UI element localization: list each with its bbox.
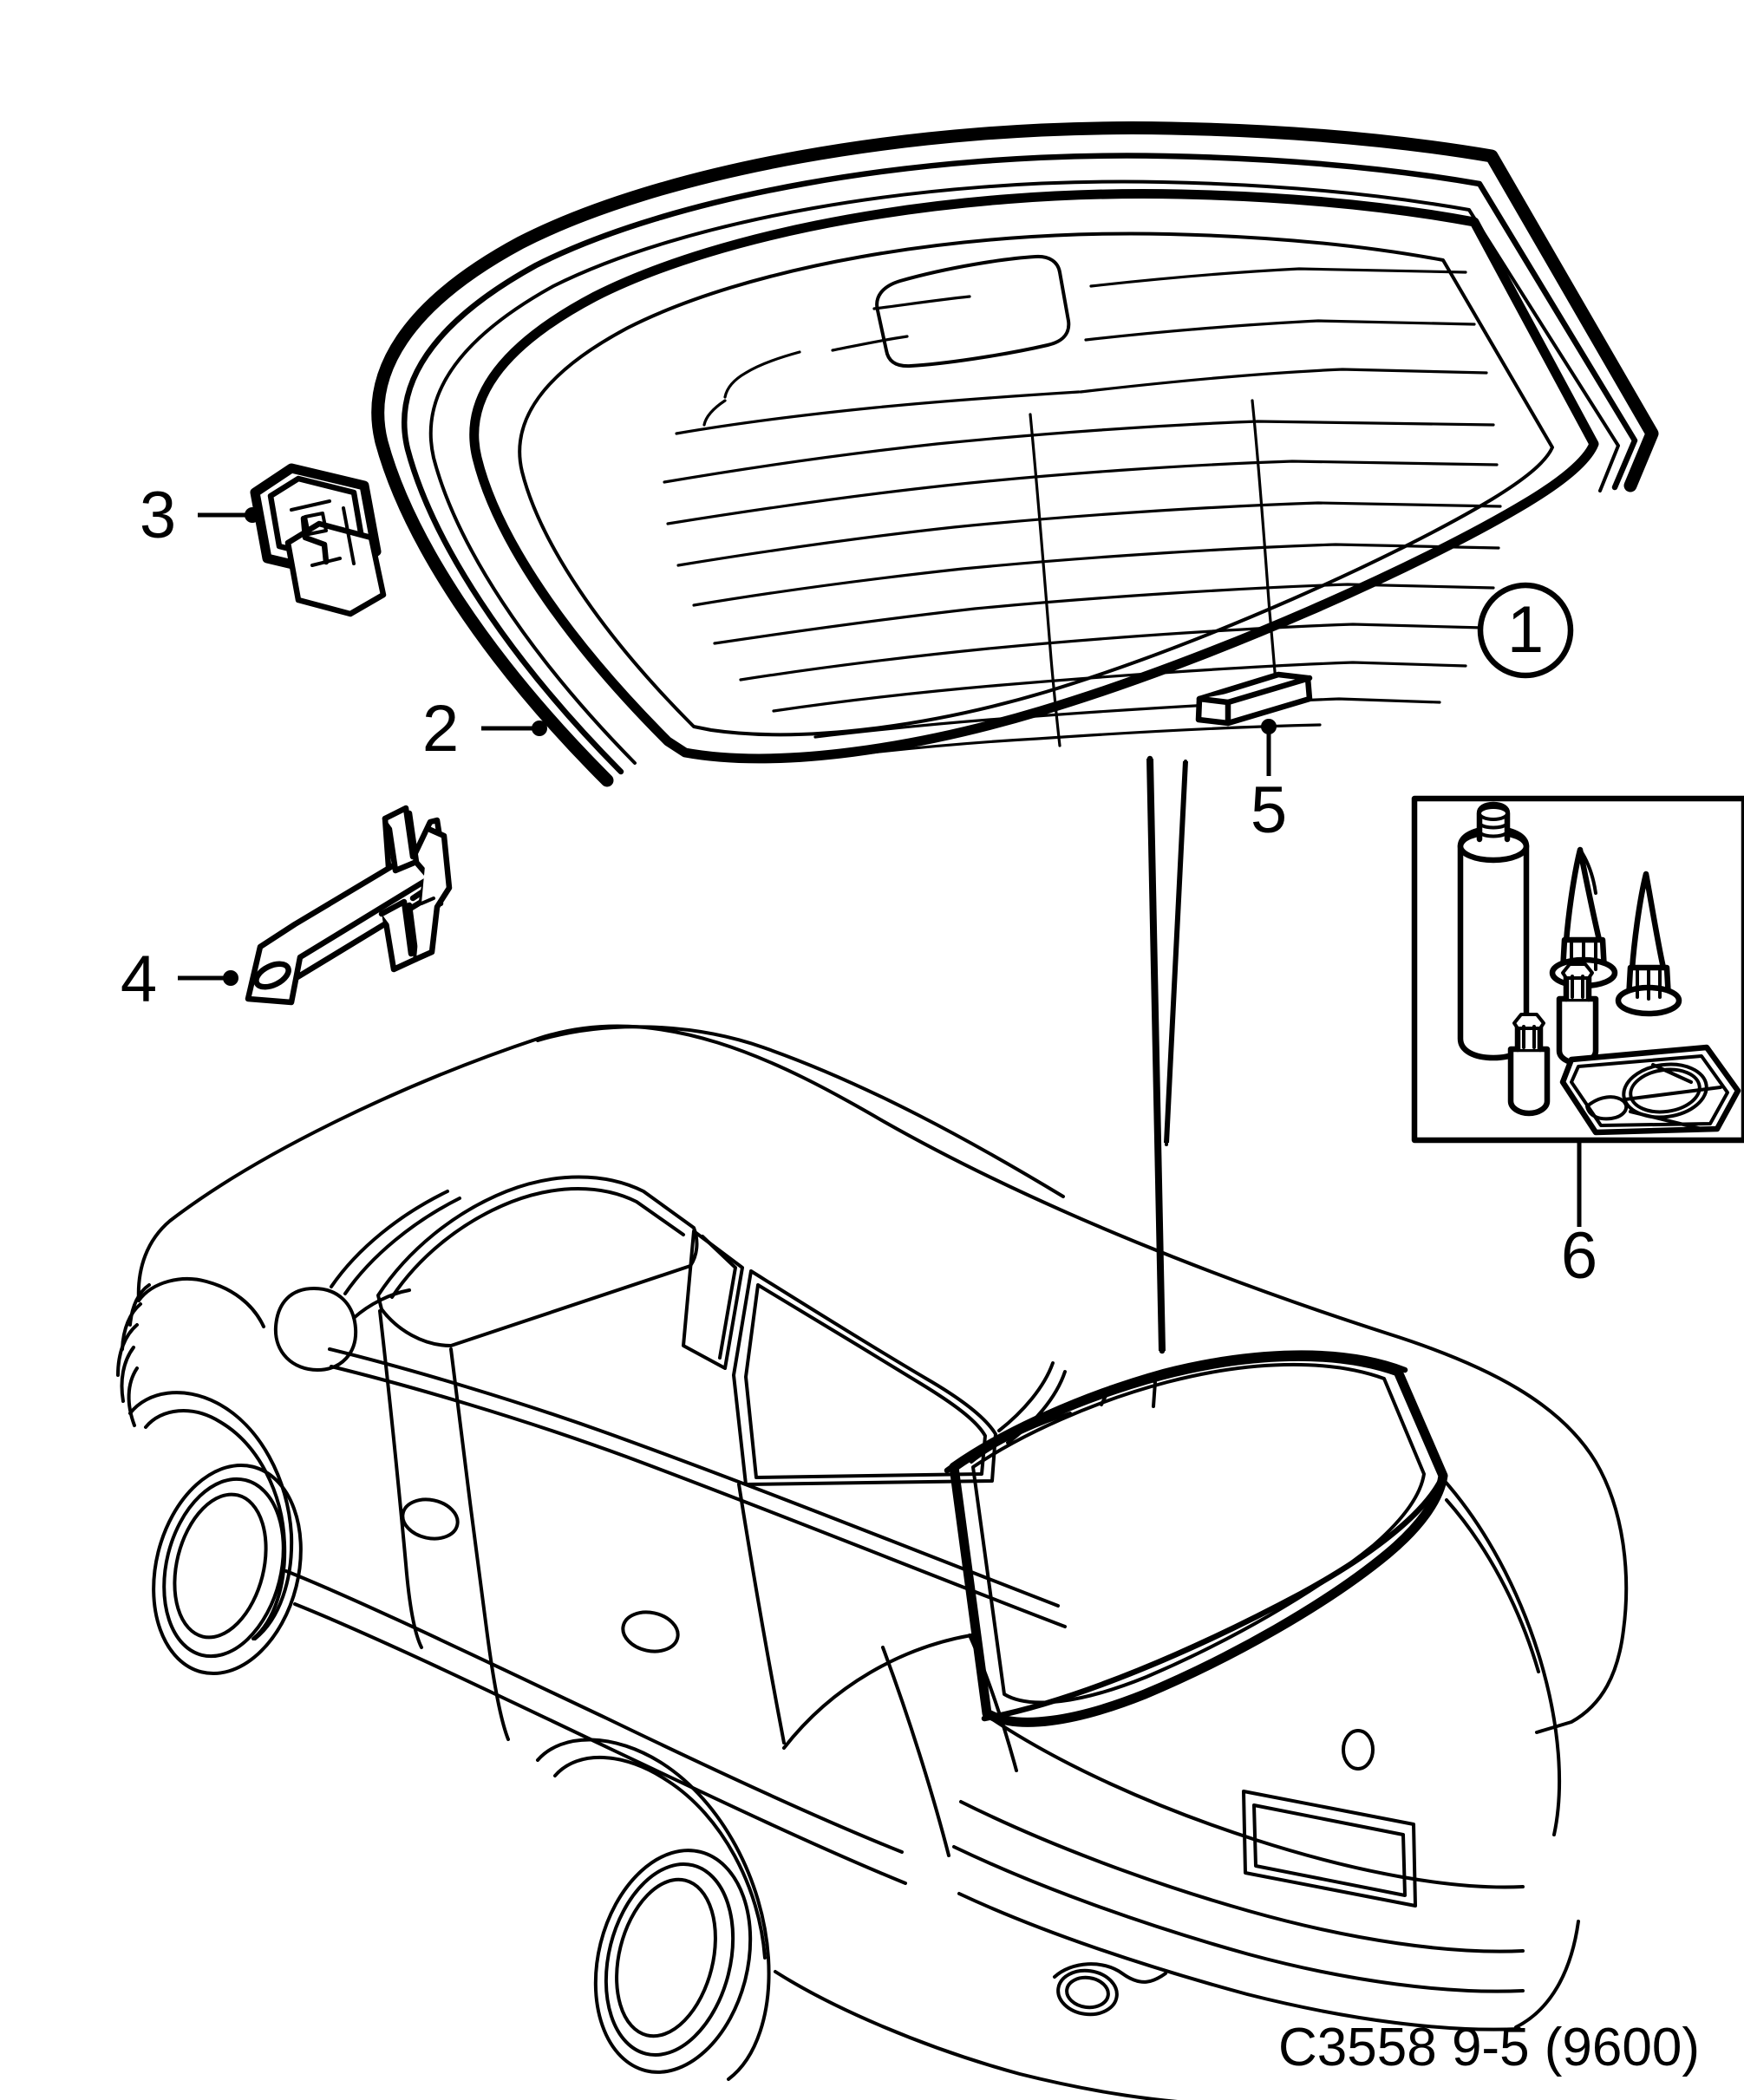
kit-nozzle-tip-small — [1615, 871, 1682, 1017]
callout-2[interactable]: 2 — [422, 692, 547, 766]
part-retaining-clip — [250, 463, 387, 617]
callout-1[interactable]: 1 — [1477, 582, 1574, 679]
callout-5-dot — [1261, 719, 1277, 734]
kit-primer-bottle-small — [1507, 1013, 1551, 1117]
callout-1-label: 1 — [1507, 593, 1544, 667]
kit-wipe-packet — [1559, 1044, 1741, 1136]
callout-1-circle — [1477, 582, 1574, 679]
part-adhesive-kit — [1411, 795, 1744, 1144]
callout-4-label: 4 — [121, 942, 157, 1016]
diagram-caption: C3558 9-5 (9600) — [1278, 2018, 1700, 2077]
callout-5-label: 5 — [1251, 773, 1287, 847]
kit-primer-bottle-large — [1556, 962, 1599, 1066]
callout-3-dot — [245, 507, 260, 523]
callout-2-dot — [532, 721, 547, 736]
callout-4-dot — [223, 970, 238, 986]
kit-adhesive-cartridge — [1457, 801, 1530, 1061]
part-window-seal — [371, 121, 1659, 787]
part-rear-window-glass — [469, 189, 1599, 764]
callout-3[interactable]: 3 — [140, 479, 260, 552]
callout-6-label: 6 — [1561, 1219, 1597, 1293]
part-setting-block — [1195, 671, 1313, 727]
callout-3-label: 3 — [140, 479, 176, 552]
vehicle-saab-9-5 — [116, 1024, 1629, 2100]
callout-6[interactable]: 6 — [1561, 1139, 1597, 1293]
callout-4[interactable]: 4 — [121, 942, 238, 1016]
callout-2-label: 2 — [422, 692, 459, 766]
part-support-bracket — [245, 805, 453, 1006]
callout-5[interactable]: 5 — [1251, 719, 1287, 847]
